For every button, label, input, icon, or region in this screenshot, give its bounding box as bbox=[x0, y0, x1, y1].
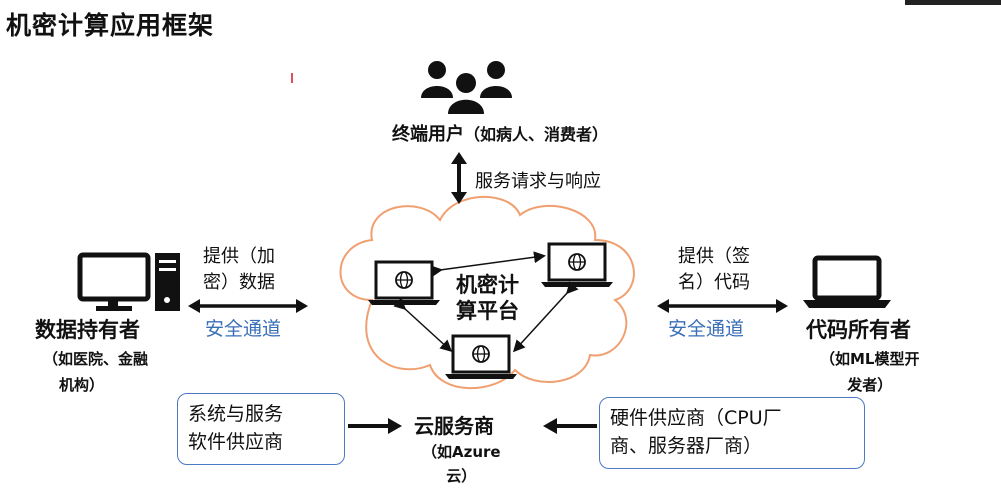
data-owner-provide-label: 提供（加 密）数据 bbox=[203, 246, 275, 293]
data-owner-label: 数据持有者 bbox=[35, 318, 140, 342]
desktop-computer-icon bbox=[77, 252, 180, 311]
platform-arrows bbox=[393, 251, 579, 353]
code-channel-arrow bbox=[657, 299, 788, 313]
marker-tick bbox=[291, 73, 293, 83]
request-response-label: 服务请求与响应 bbox=[475, 171, 601, 192]
code-owner-channel-label: 安全通道 bbox=[668, 318, 745, 340]
data-channel-arrow bbox=[188, 299, 308, 313]
top-bar bbox=[905, 0, 1001, 5]
request-response-arrow bbox=[451, 152, 467, 204]
globe-laptop-icon bbox=[541, 242, 613, 287]
data-owner-channel-label: 安全通道 bbox=[205, 318, 282, 340]
software-vendor-box: 系统与服务 软件供应商 bbox=[177, 393, 345, 465]
globe-laptop-icon bbox=[368, 260, 440, 305]
software-vendor-arrow bbox=[348, 418, 402, 434]
globe-laptop-icon bbox=[445, 334, 517, 379]
code-owner-provide-label: 提供（签 名）代码 bbox=[678, 246, 750, 293]
hardware-vendor-arrow bbox=[543, 418, 597, 434]
data-owner-sub: （如医院、金融 机构） bbox=[43, 350, 149, 394]
users-icon bbox=[421, 61, 512, 114]
page-title: 机密计算应用框架 bbox=[6, 11, 215, 40]
laptop-icon bbox=[803, 255, 891, 308]
code-owner-label: 代码所有者 bbox=[806, 318, 911, 342]
end-user-label: 终端用户（如病人、消费者） bbox=[392, 124, 609, 145]
hardware-vendor-box: 硬件供应商（CPU厂 商、服务器厂商） bbox=[599, 397, 865, 469]
cloud-provider-label: 云服务商 bbox=[414, 414, 494, 438]
code-owner-sub: （如ML模型开 发者） bbox=[820, 350, 920, 394]
cloud-provider-sub: （如Azure 云） bbox=[422, 443, 501, 485]
platform-label: 机密计 算平台 bbox=[456, 273, 519, 323]
